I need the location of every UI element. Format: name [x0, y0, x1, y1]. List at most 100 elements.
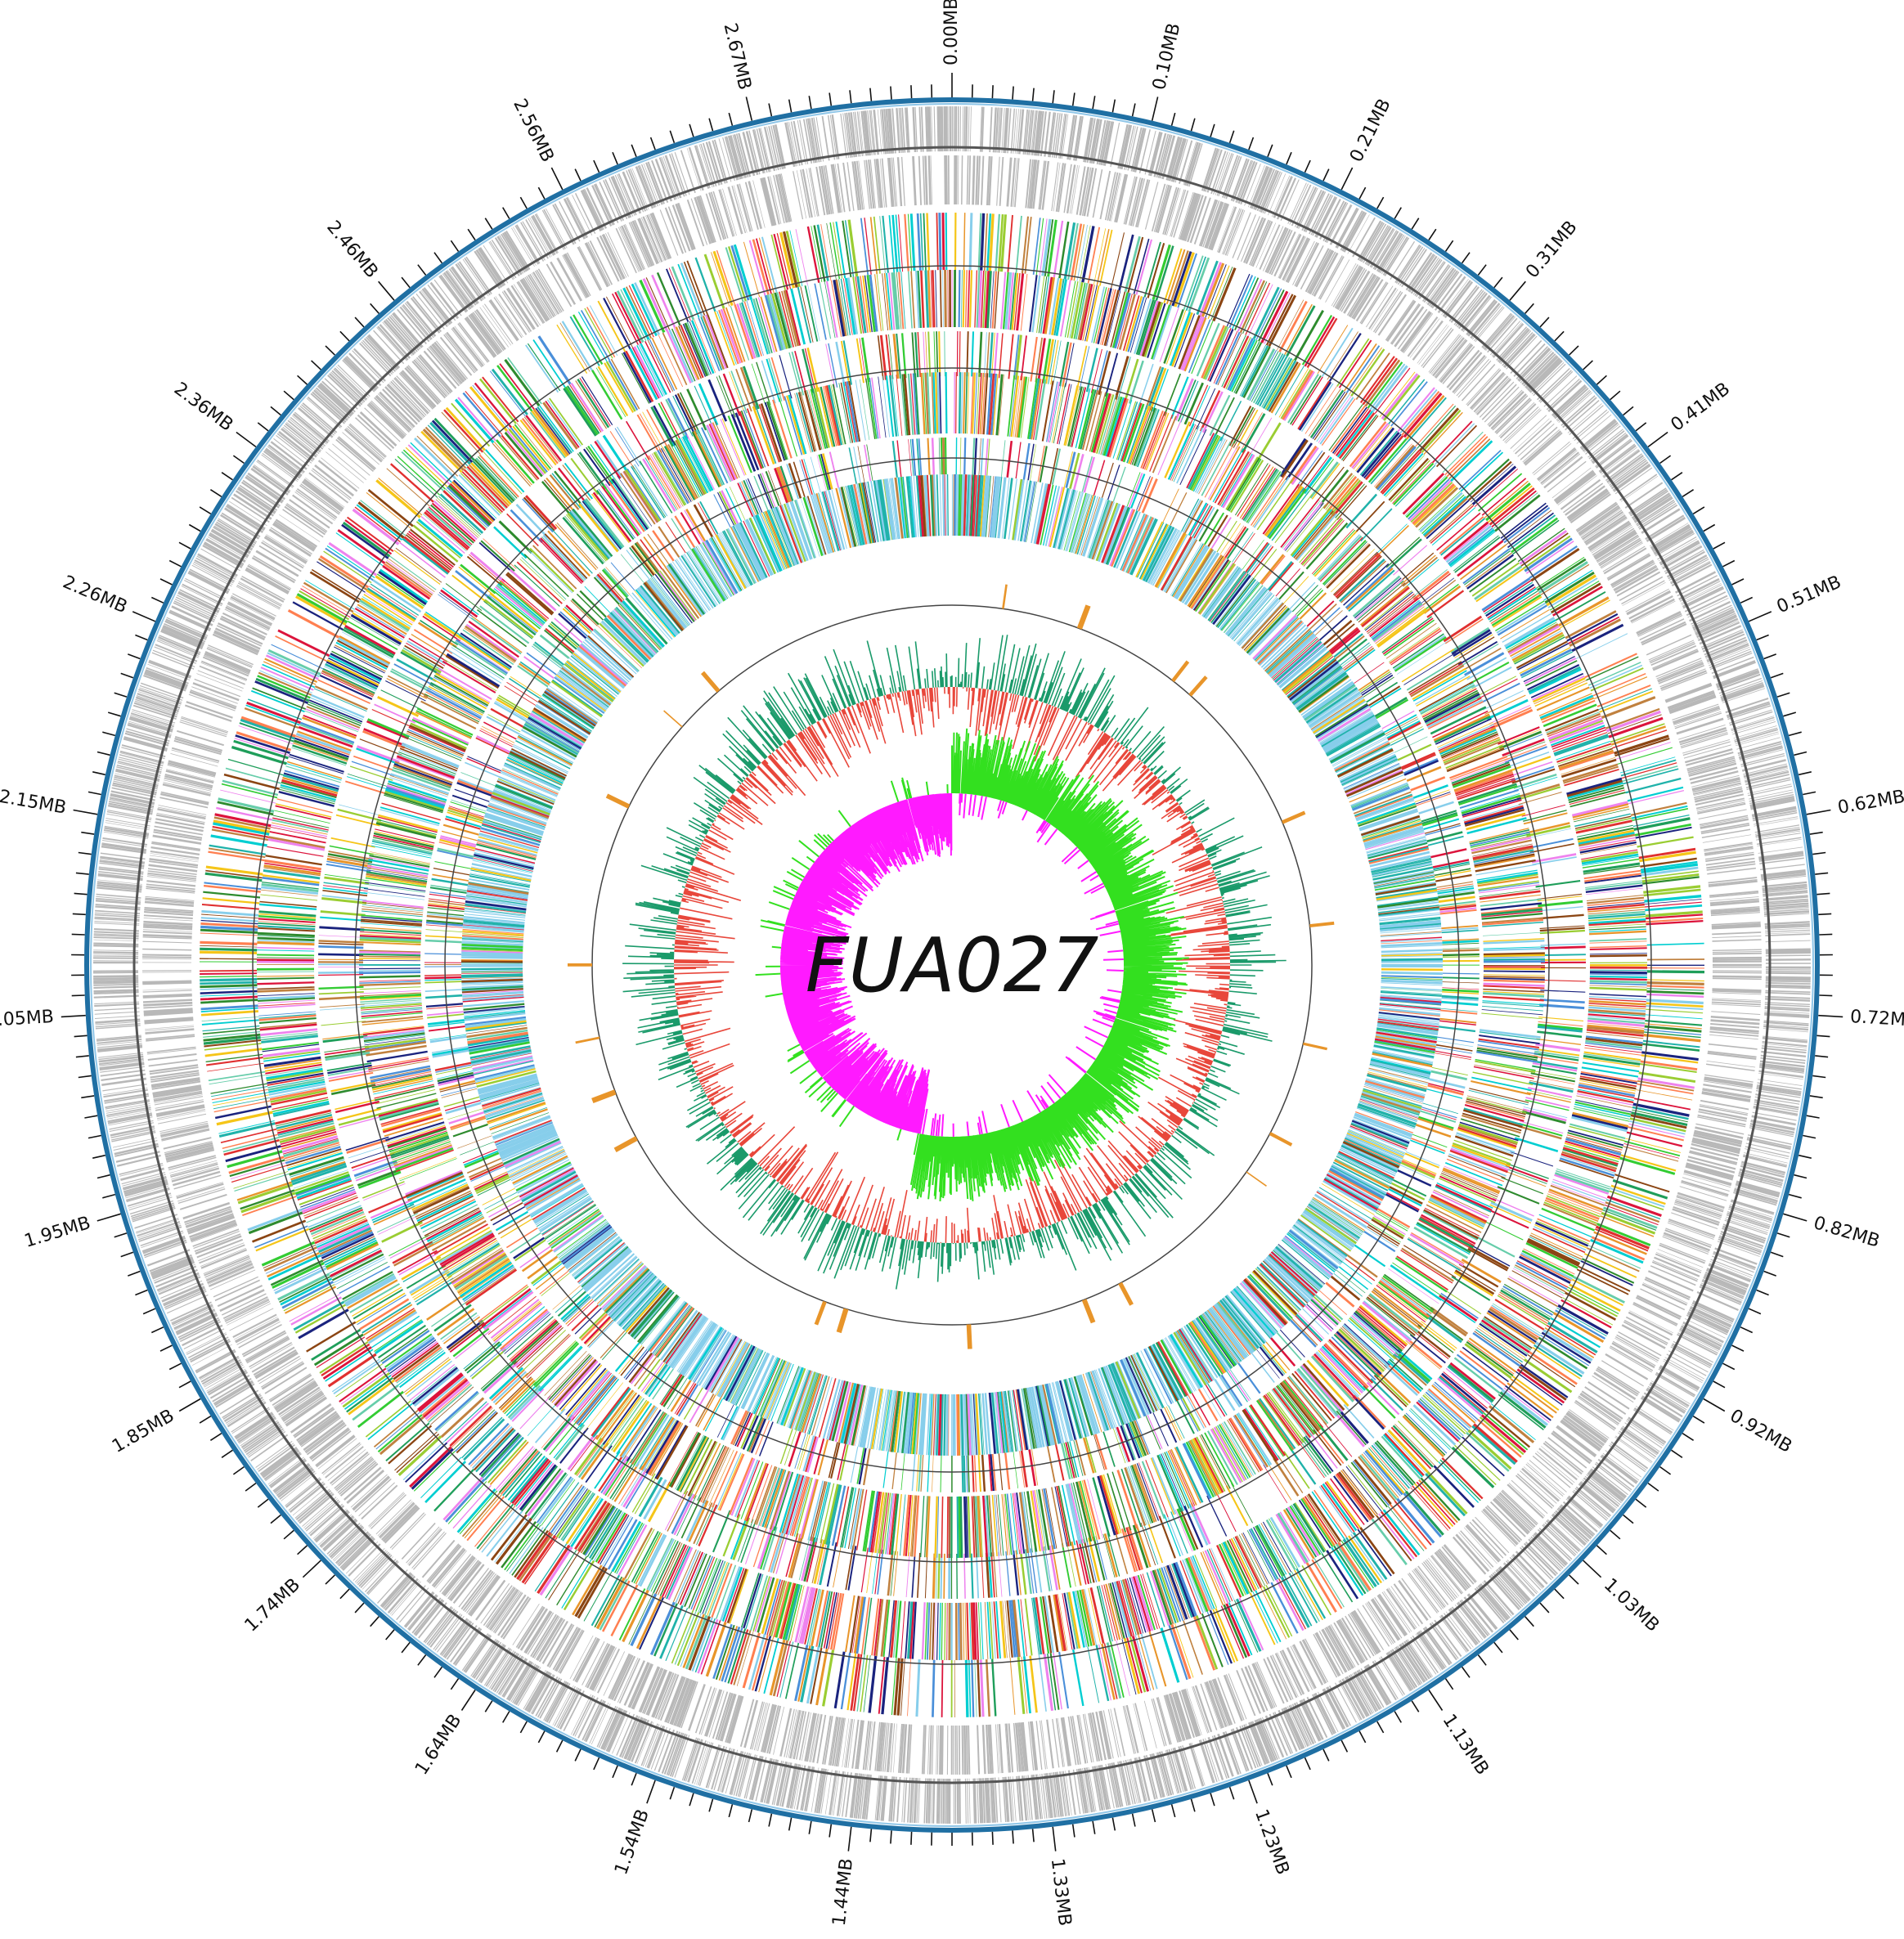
- feature-bars: [1547, 716, 1625, 806]
- feature-bars: [685, 1499, 1209, 1546]
- cds-reverse-track: [141, 155, 1763, 1775]
- feature-bars: [200, 608, 1192, 1680]
- feature-bars: [698, 283, 1647, 1661]
- feature-bars: [151, 159, 1762, 1775]
- feature-bars: [1263, 554, 1381, 1446]
- feature-bars: [605, 1268, 673, 1338]
- feature-bars: [497, 778, 555, 803]
- feature-bars: [559, 1362, 601, 1411]
- feature-bars: [265, 274, 1305, 1632]
- feature-bars: [635, 1596, 662, 1649]
- feature-bars: [766, 270, 1646, 1636]
- feature-bars: [682, 725, 1666, 1700]
- feature-bars: [480, 474, 957, 846]
- feature-bars: [595, 367, 1462, 1569]
- feature-bars: [142, 159, 1762, 1775]
- feature-bars: [362, 402, 1250, 1437]
- feature-bars: [317, 474, 804, 1578]
- feature-bars: [1491, 1304, 1541, 1336]
- feature-bars: [1036, 276, 1385, 1510]
- feature-bars: [1269, 1132, 1293, 1147]
- feature-bars: [860, 1306, 1540, 1654]
- feature-bars: [1297, 380, 1432, 1470]
- feature-bars: [554, 676, 605, 714]
- feature-bars: [317, 967, 1003, 1597]
- feature-bars: [276, 798, 1623, 1151]
- feature-bars: [429, 855, 1535, 1542]
- feature-bars: [705, 539, 1442, 1005]
- feature-bars: [1072, 1649, 1084, 1707]
- feature-bars: [200, 801, 1704, 1004]
- feature-bars: [830, 280, 842, 337]
- feature-bars: [667, 1431, 698, 1486]
- feature-bars: [770, 1346, 1177, 1421]
- feature-bars: [580, 1160, 1436, 1341]
- feature-bars: [1342, 1196, 1486, 1367]
- feature-bars: [344, 339, 1504, 1694]
- feature-bars: [309, 743, 1612, 1645]
- feature-bars: [361, 589, 541, 922]
- feature-bars: [743, 583, 1643, 1629]
- feature-bars: [385, 632, 512, 1142]
- feature-bars: [328, 657, 1147, 1633]
- feature-bars: [276, 604, 1595, 1653]
- feature-bars: [1219, 1376, 1242, 1408]
- feature-bars: [200, 300, 1698, 1671]
- feature-bars: [1337, 1408, 1369, 1444]
- feature-bars: [599, 492, 1318, 1489]
- feature-bars: [469, 346, 1090, 1377]
- feature-bars: [439, 1232, 881, 1553]
- feature-bars: [360, 999, 422, 1005]
- feature-bars: [205, 250, 734, 876]
- feature-bars: [986, 438, 1278, 579]
- feature-bars: [375, 379, 1516, 1444]
- feature-bars: [322, 1236, 1563, 1515]
- feature-bars: [220, 1128, 1596, 1699]
- feature-bars: [673, 1381, 1400, 1536]
- feature-bars: [369, 269, 949, 618]
- feature-bars: [630, 1289, 672, 1337]
- feature-bars: [326, 1062, 1424, 1390]
- feature-bars: [1403, 393, 1443, 438]
- feature-bars: [542, 269, 1645, 1341]
- feature-bars: [825, 385, 1544, 1555]
- feature-bars: [411, 634, 1581, 1045]
- feature-bars: [519, 545, 1428, 1430]
- feature-bars: [1296, 450, 1323, 488]
- feature-bars: [999, 1334, 1203, 1453]
- feature-bars: [442, 662, 550, 836]
- feature-bars: [415, 1190, 1482, 1548]
- feature-bars: [382, 564, 915, 1659]
- feature-bars: [245, 214, 1704, 1717]
- feature-bars: [257, 274, 1399, 1498]
- feature-bars: [556, 819, 1421, 1368]
- feature-bars: [456, 613, 1432, 1450]
- feature-bars: [523, 416, 1646, 1039]
- feature-bars: [524, 1333, 570, 1377]
- feature-bars: [465, 470, 1322, 1431]
- feature-bars: [794, 213, 1443, 1702]
- feature-bars: [425, 438, 962, 1470]
- feature-bars: [483, 412, 1263, 569]
- feature-bars: [478, 352, 1334, 1472]
- feature-bars: [813, 1539, 826, 1584]
- feature-bars: [739, 411, 1541, 1493]
- feature-bars: [1424, 745, 1646, 1433]
- feature-bars: [236, 1181, 1647, 1278]
- feature-bars: [415, 372, 1409, 1523]
- feature-bars: [144, 155, 1754, 1774]
- feature-bars: [1441, 927, 1479, 931]
- feature-bars: [356, 606, 1401, 1497]
- feature-bars: [462, 504, 1430, 1394]
- feature-bars: [200, 925, 658, 1647]
- feature-bars: [1381, 373, 1419, 420]
- feature-bars: [424, 978, 889, 1488]
- feature-bars: [208, 847, 266, 859]
- feature-bars: [1432, 710, 1495, 752]
- feature-bars: [1450, 626, 1490, 653]
- feature-bars: [457, 478, 1464, 1308]
- feature-bars: [356, 376, 1189, 765]
- feature-bars: [458, 463, 1340, 596]
- feature-bars: [201, 376, 519, 910]
- feature-bars: [506, 1316, 925, 1558]
